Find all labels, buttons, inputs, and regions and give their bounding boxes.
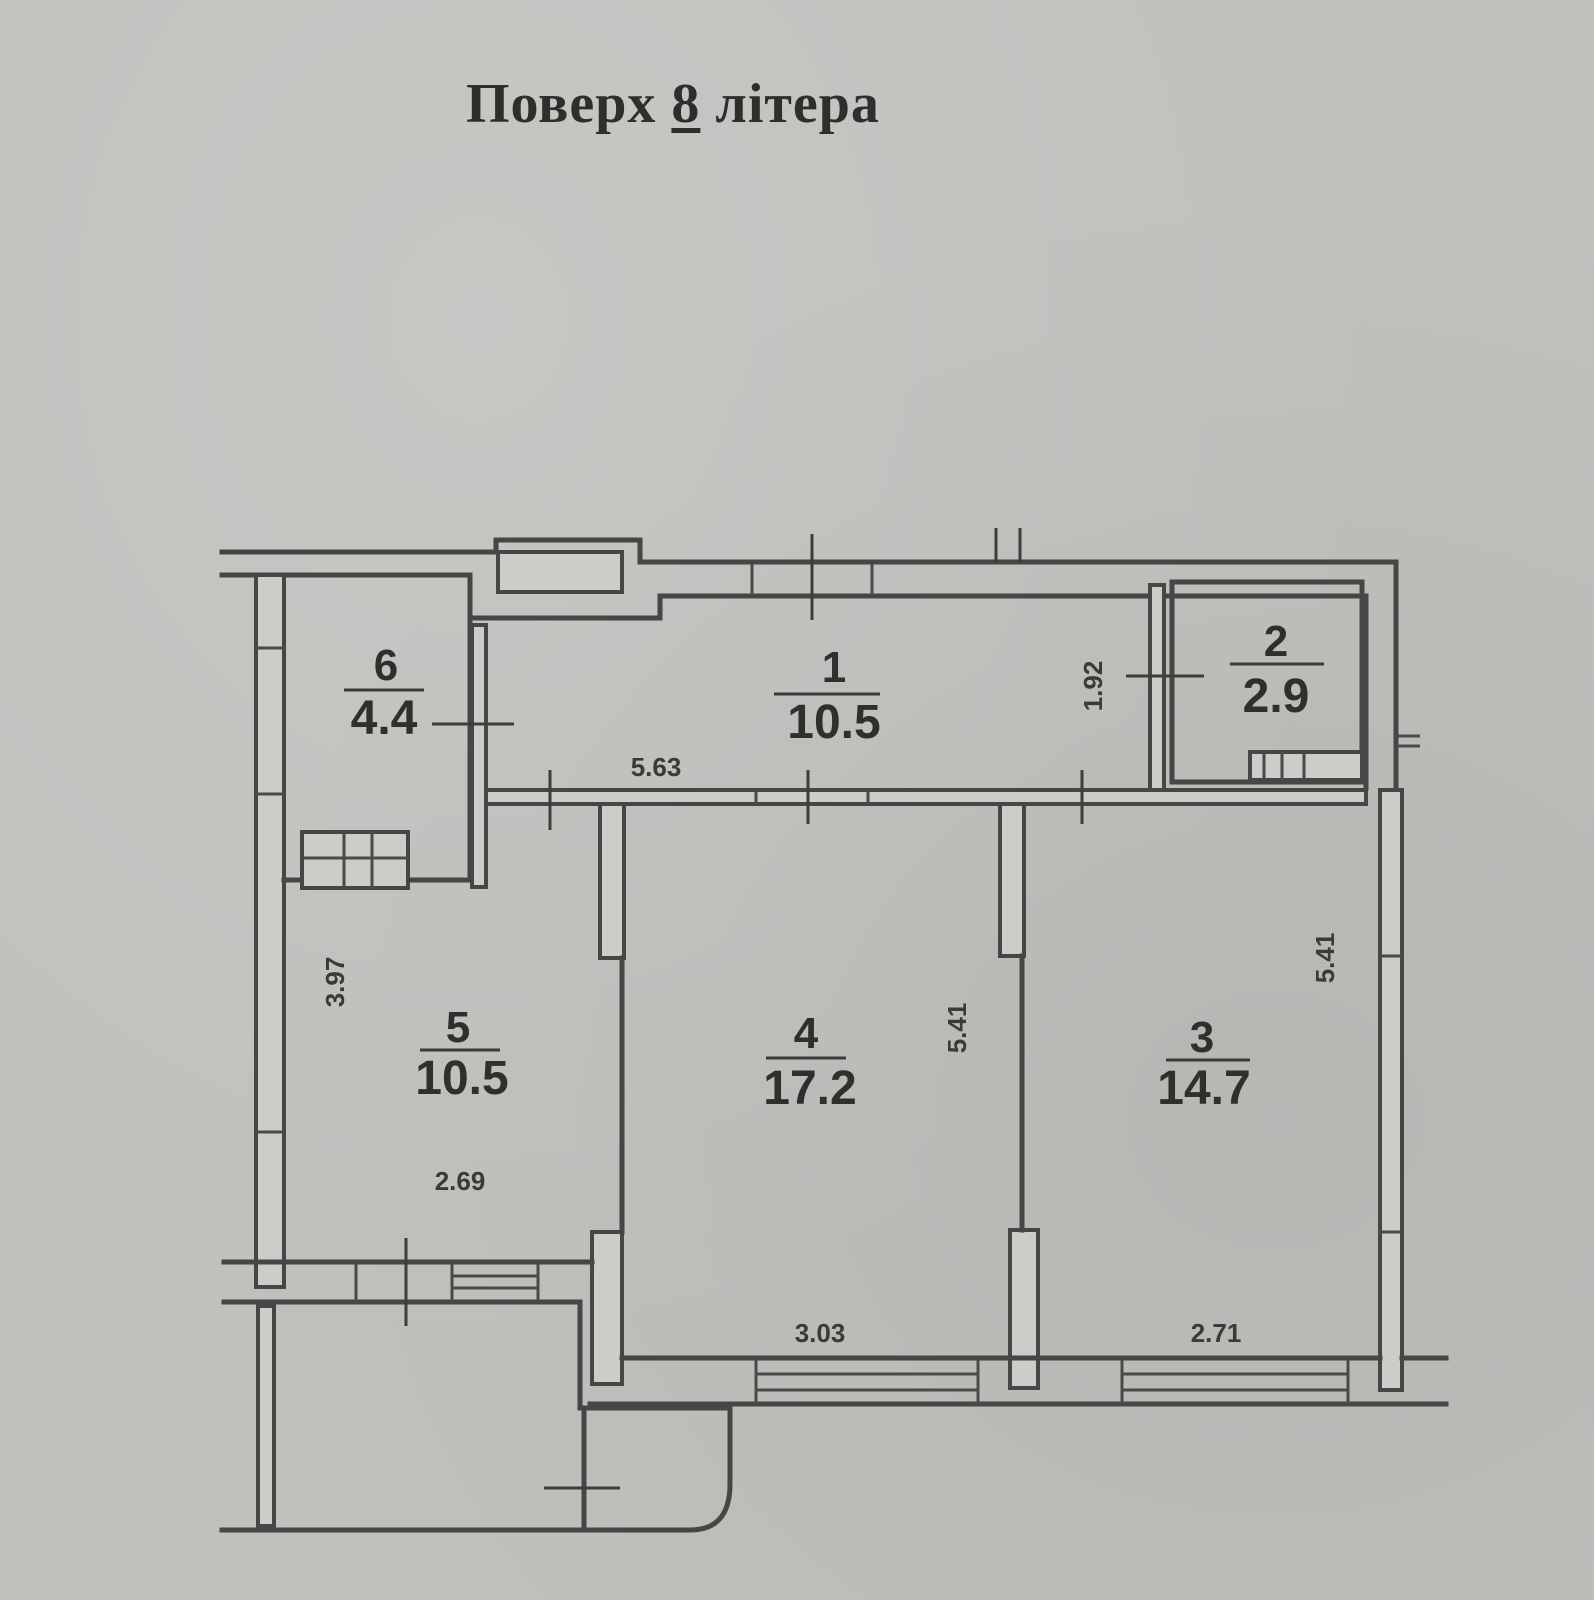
floor-number: 8 — [671, 73, 701, 135]
bathtub-icon — [1248, 750, 1364, 782]
room-3-label: 3 14.7 — [1157, 1013, 1250, 1115]
room-6-walls — [281, 572, 514, 890]
room-5-walls — [221, 1238, 595, 1326]
plan-title: Поверх 8 літера — [466, 72, 880, 136]
room-4-label: 4 17.2 — [763, 1009, 856, 1115]
room-5-4-partition-bottom — [590, 1230, 624, 1386]
room-area: 10.5 — [787, 696, 880, 749]
room-number: 3 — [1190, 1013, 1214, 1062]
room-area: 10.5 — [415, 1052, 508, 1105]
room-2-label: 2 2.9 — [1230, 617, 1324, 723]
dimension-room-3-width: 2.71 — [1191, 1318, 1242, 1348]
left-wall — [254, 573, 286, 1289]
window-room-4 — [754, 1360, 980, 1404]
room-4-3-partition-bottom — [1008, 1228, 1040, 1390]
balcony-left-wall — [256, 1304, 276, 1528]
bottom-wall — [587, 1355, 1449, 1407]
room-number: 5 — [446, 1003, 470, 1052]
room-number: 6 — [374, 641, 398, 690]
ventilation-shaft — [496, 550, 624, 594]
corridor-bottom-wall — [484, 788, 1368, 806]
room-6-label: 6 4.4 — [344, 641, 424, 745]
room-6-partition — [470, 623, 488, 889]
dimension-room-5-length: 3.97 — [320, 957, 350, 1008]
room-5-4-partition-top — [598, 802, 626, 960]
room-area: 14.7 — [1157, 1062, 1250, 1115]
room-area: 4.4 — [351, 692, 418, 745]
window-room-3 — [1120, 1360, 1350, 1404]
room-2-left-wall — [1148, 583, 1166, 792]
title-suffix: літера — [715, 73, 880, 135]
left-wall-body — [254, 573, 286, 1289]
dimension-corridor-width: 1.92 — [1078, 661, 1108, 712]
room-number: 1 — [822, 643, 846, 692]
balcony — [219, 1299, 733, 1533]
room-number: 4 — [794, 1009, 819, 1058]
right-wall-lower — [1378, 788, 1404, 1392]
corridor-walls — [484, 770, 1368, 830]
room-number: 2 — [1264, 617, 1288, 666]
room-area: 17.2 — [763, 1062, 856, 1115]
dimension-room-3-length: 5.41 — [1310, 933, 1340, 984]
balcony-outline — [219, 1299, 733, 1533]
room-5-label: 5 10.5 — [415, 1003, 508, 1105]
dimension-room-4-width: 3.03 — [795, 1318, 846, 1348]
dimension-room-5-width: 2.69 — [435, 1166, 486, 1196]
dimension-room-4-length: 5.41 — [942, 1003, 972, 1054]
room-2-walls — [1126, 579, 1420, 792]
room-1-label: 1 10.5 — [774, 643, 881, 749]
title-prefix: Поверх — [466, 73, 657, 135]
room-area: 2.9 — [1243, 670, 1310, 723]
water-heater-icon — [300, 830, 410, 890]
dimension-corridor-length: 5.63 — [631, 752, 682, 782]
room-4-3-partition-top — [998, 802, 1026, 958]
bedroom-walls — [590, 788, 1404, 1392]
